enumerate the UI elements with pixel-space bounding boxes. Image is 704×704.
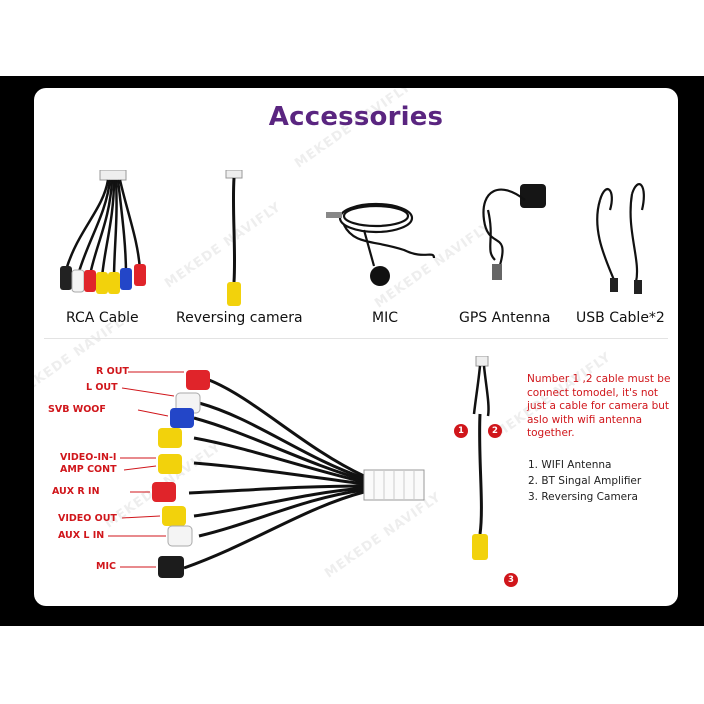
harness-label: AMP CONT [60, 464, 117, 475]
reversing-camera-cable-image [214, 170, 254, 330]
harness-label: AUX R IN [52, 486, 100, 497]
list-item: 1. WIFI Antenna [528, 459, 612, 471]
number-badge-1: 1 [454, 424, 468, 438]
section-divider [44, 338, 668, 339]
number-badge-3: 3 [504, 573, 518, 587]
harness-label: MIC [96, 561, 116, 572]
gps-antenna-label: GPS Antenna [459, 310, 551, 326]
harness-label: AUX L IN [58, 530, 105, 541]
harness-label: L OUT [86, 382, 118, 393]
harness-label: VIDEO-IN-I [60, 452, 117, 463]
accessories-card: MEKEDE NAVIFLY MEKEDE NAVIFLY MEKEDE NAV… [34, 88, 678, 606]
mic-image [314, 170, 444, 330]
harness-label: VIDEO OUT [58, 513, 117, 524]
page-title: Accessories [268, 102, 444, 132]
harness-label: R OUT [96, 366, 129, 377]
gps-antenna-image [470, 170, 580, 330]
list-item: 3. Reversing Camera [528, 491, 638, 503]
harness-label: SVB WOOF [48, 404, 106, 415]
rca-cable-image [48, 170, 158, 330]
number-badge-2: 2 [488, 424, 502, 438]
cable-note: Number 1 ,2 cable must be connect tomode… [527, 373, 671, 439]
component-list: 1. WIFI Antenna 2. BT Singal Amplifier 3… [528, 457, 641, 505]
mic-label: MIC [372, 310, 398, 326]
usb-cable-label: USB Cable*2 [576, 310, 665, 326]
harness-diagram [108, 370, 425, 578]
rca-cable-label: RCA Cable [66, 310, 139, 326]
list-item: 2. BT Singal Amplifier [528, 475, 642, 487]
reversing-camera-label: Reversing camera [176, 310, 303, 326]
camera-wifi-cable-image [472, 356, 490, 560]
usb-cable-image [586, 170, 666, 330]
